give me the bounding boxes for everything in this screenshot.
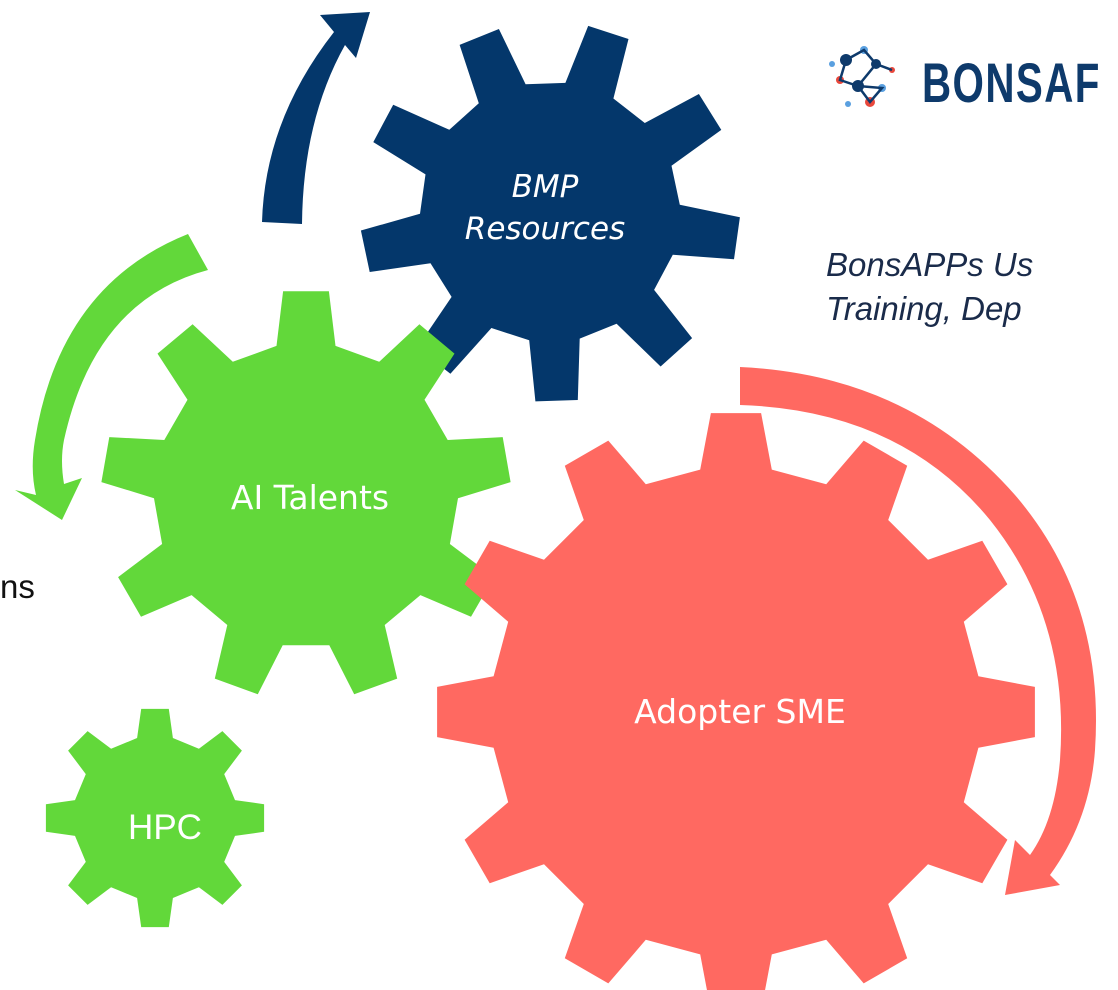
gear-label-adopter: Adopter SME	[634, 692, 846, 731]
subtitle-line-1: BonsAPPs Us	[826, 246, 1034, 283]
coral-arrow	[740, 367, 1096, 895]
green-arrow	[15, 234, 208, 520]
gear-label-hpc: HPC	[128, 808, 202, 847]
gear-adopter	[437, 413, 1035, 990]
navy-arrow	[262, 12, 370, 224]
gear-label-ai: AI Talents	[230, 478, 390, 517]
gear-label-bmp: BMP Resources	[455, 166, 635, 250]
gear-ai	[101, 291, 511, 695]
side-text: ns	[0, 568, 35, 605]
logo-text: BONSAF	[922, 51, 1101, 114]
subtitle-line-2: Training, Dep	[826, 290, 1022, 327]
gear-bmp	[360, 25, 740, 402]
circuit-brain-icon	[829, 46, 895, 107]
gear-label-bmp-line2: Resources	[464, 211, 626, 247]
gear-label-bmp-line1: BMP	[511, 169, 579, 205]
gear-hpc	[45, 708, 265, 928]
